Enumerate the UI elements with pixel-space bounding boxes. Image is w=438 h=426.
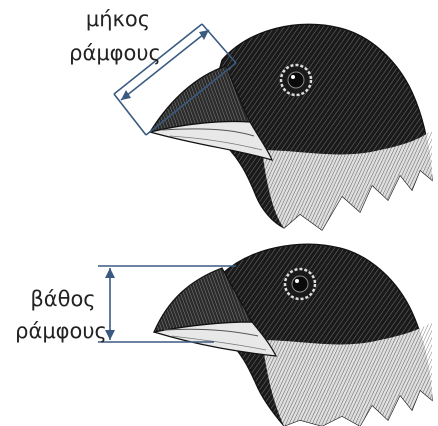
finch-head-top — [150, 24, 432, 230]
beak-length-label-line2: ράμφους — [60, 40, 170, 66]
beak-depth-label-line2: ράμφους — [6, 318, 116, 344]
finch-bottom-eye-icon — [285, 269, 315, 299]
beak-depth-label-line1: βάθος — [18, 286, 108, 312]
beak-length-label-line1: μήκος — [78, 6, 158, 32]
finch-head-bottom — [154, 244, 432, 426]
finch-top-eye-icon — [281, 65, 311, 95]
